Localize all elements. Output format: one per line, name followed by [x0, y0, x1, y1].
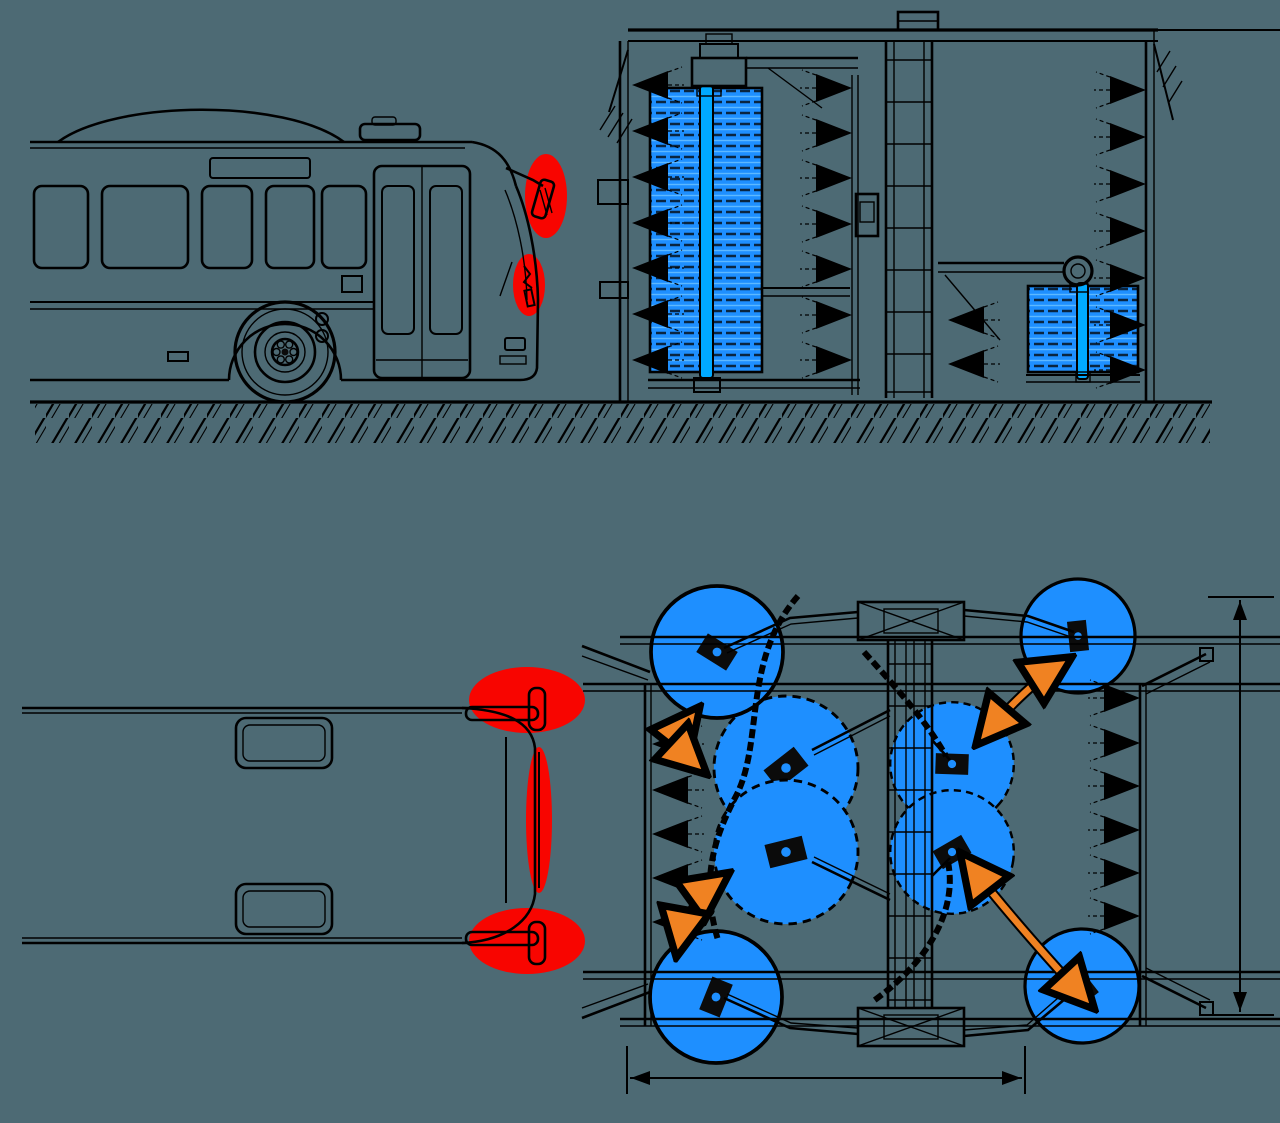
left-mirror-highlight	[469, 667, 585, 733]
right-mirror-plan	[464, 920, 547, 966]
roof-hatch	[234, 882, 334, 936]
side-finish-brush-shaft	[1076, 282, 1089, 380]
bus-plan-view	[22, 686, 547, 966]
roof-hatch	[234, 716, 334, 770]
brush-drive-motor	[690, 33, 858, 109]
wheel-guides	[581, 644, 1214, 1020]
front-mirror	[505, 166, 556, 220]
front-mirror-highlight	[525, 154, 567, 238]
bus-window	[320, 184, 368, 270]
left-mirror-plan	[464, 686, 547, 732]
wash-gantry-elevation	[597, 10, 1280, 401]
pivot-arrow-bottom-left	[678, 878, 722, 948]
ground-hatch	[35, 404, 1210, 443]
pivot-arrow-top-left	[684, 714, 700, 768]
plan-view	[22, 508, 1280, 1107]
pivot-arrow-bottom-right	[966, 860, 1088, 1002]
bus-wheel	[233, 300, 337, 404]
pivot-arrow-top-right	[982, 662, 1064, 738]
length-dimension-line	[626, 1046, 1026, 1094]
wash-system-plan	[581, 508, 1280, 1107]
vertical-brush-shaft	[699, 85, 714, 379]
headlight	[504, 337, 526, 351]
ground	[30, 400, 1212, 443]
side-brush-motor	[1062, 255, 1094, 287]
tower-carriage	[854, 192, 880, 238]
side-elevation-view	[30, 10, 1280, 443]
bus-window	[200, 184, 254, 270]
central-gantry-track	[856, 600, 966, 1048]
bus-side-view	[30, 108, 556, 404]
gantry-tower	[851, 42, 934, 398]
lower-mirror	[522, 265, 536, 308]
right-mirror-highlight	[469, 908, 585, 974]
bus-window	[100, 184, 190, 270]
gantry-frame	[599, 10, 1280, 401]
pivot-arrows	[678, 662, 1088, 1002]
roof-vent	[358, 122, 422, 142]
bus-window	[264, 184, 316, 270]
bus-window	[32, 184, 90, 270]
destination-sign	[209, 157, 311, 179]
width-dimension-line	[1208, 596, 1274, 1016]
dimension-lines	[626, 596, 1274, 1094]
